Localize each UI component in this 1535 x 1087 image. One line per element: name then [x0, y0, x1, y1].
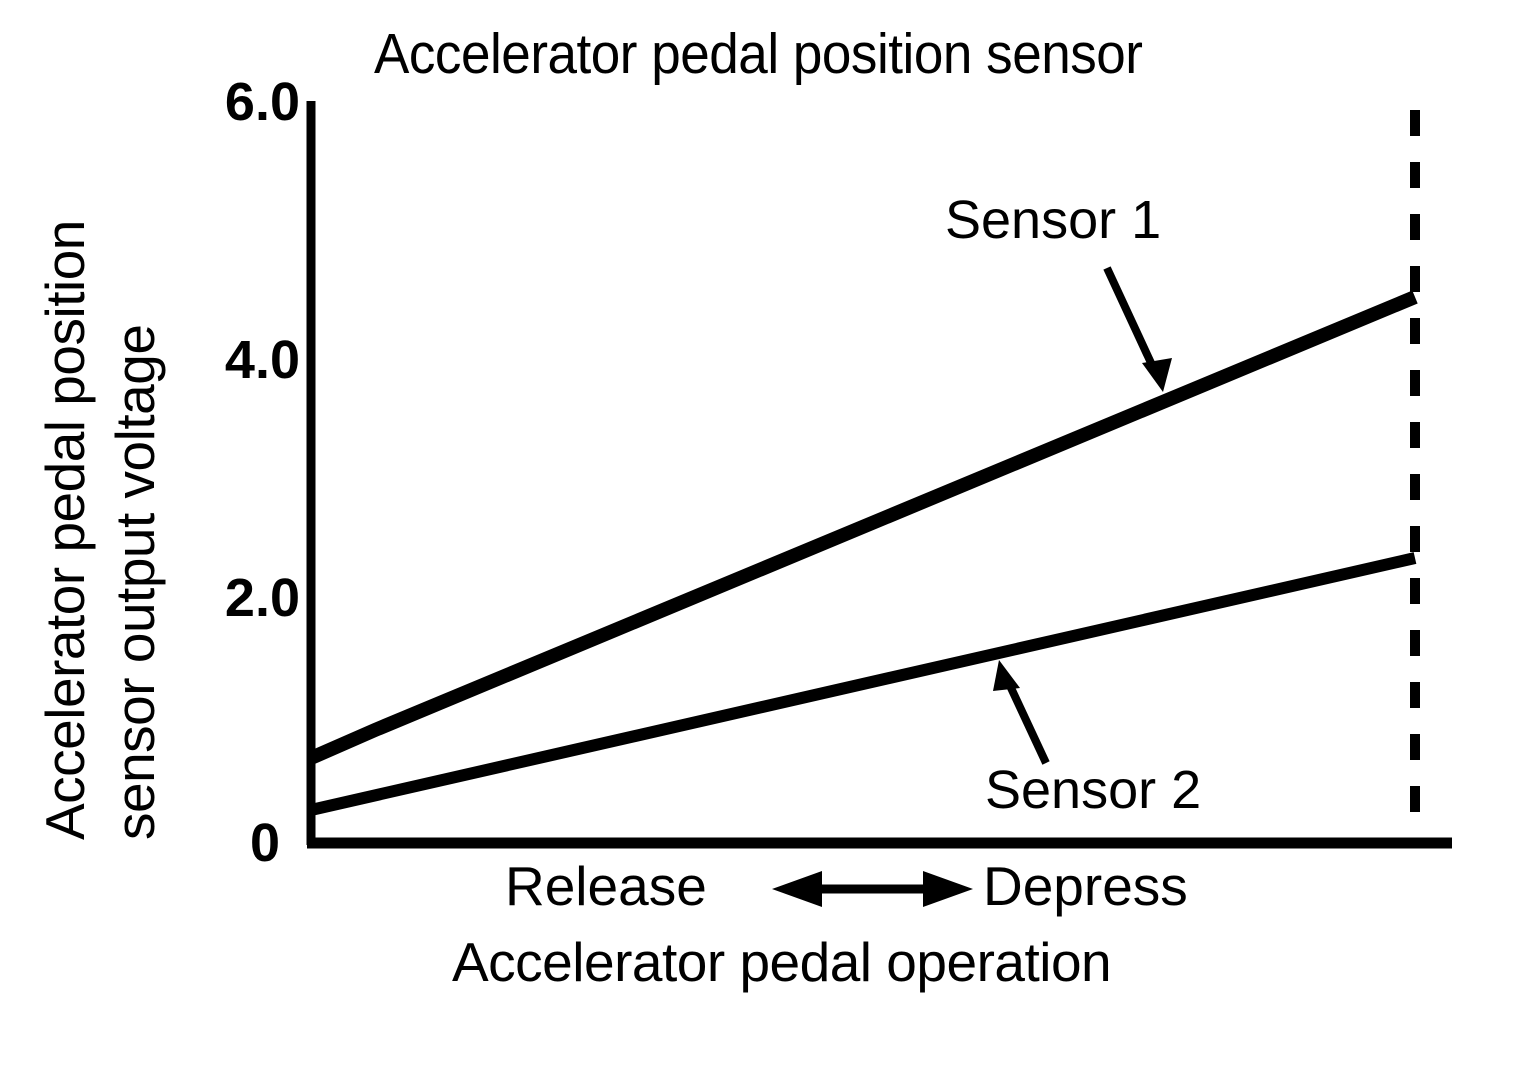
- axis-group: [306, 101, 1452, 849]
- x-axis-label-release: Release: [505, 855, 707, 917]
- y-axis-tick-label-6: 6.0: [224, 72, 300, 132]
- x-axis-label-depress: Depress: [983, 855, 1188, 917]
- series-label-sensor-2: Sensor 2: [985, 760, 1202, 820]
- y-axis-title-line-1: Accelerator pedal position: [34, 220, 96, 840]
- y-axis-tick-label-0: 0: [249, 813, 280, 873]
- y-axis-title: Accelerator pedal position sensor output…: [0, 0, 200, 1087]
- y-axis-tick-label-2: 2.0: [224, 568, 300, 628]
- chart-title: Accelerator pedal position sensor: [374, 22, 1143, 86]
- release-depress-double-arrow: [772, 871, 973, 907]
- annotation-arrow-sensor-2: [993, 660, 1050, 765]
- series-label-sensor-1: Sensor 1: [945, 190, 1162, 250]
- annotation-arrow-sensor-1: [1103, 266, 1172, 392]
- x-axis-title: Accelerator pedal operation: [452, 931, 1112, 993]
- series-line-sensor-1: [308, 290, 1418, 765]
- y-axis-tick-label-4: 4.0: [224, 330, 300, 390]
- y-axis-title-line-2: sensor output voltage: [104, 324, 166, 840]
- series-line-sensor-2: [309, 552, 1417, 816]
